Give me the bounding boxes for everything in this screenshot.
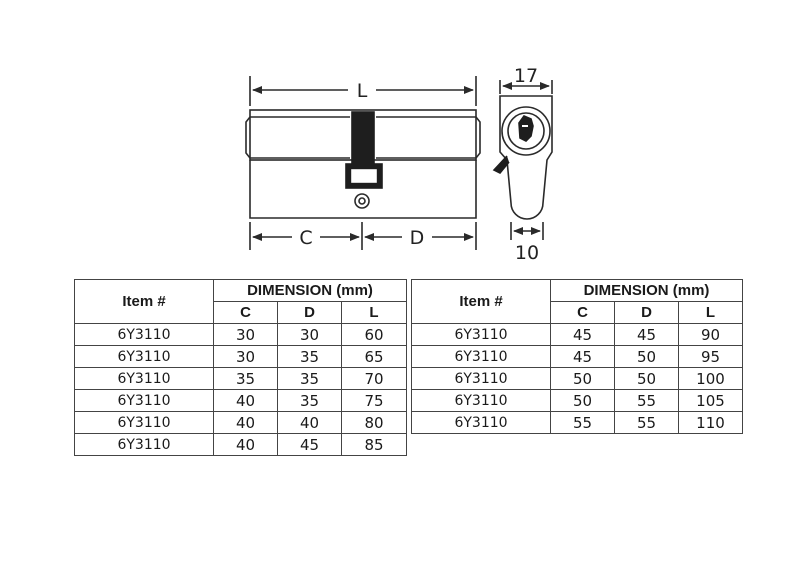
- item-cell: 6Y3110: [411, 323, 551, 346]
- col-l-header: L: [341, 301, 407, 324]
- item-cell: 6Y3110: [411, 367, 551, 390]
- label-10: 10: [515, 242, 539, 264]
- table-row: 6Y3110 40 40 80: [74, 411, 407, 434]
- cam: [345, 111, 383, 189]
- table-row: 6Y3110 35 35 70: [74, 367, 407, 390]
- d-cell: 35: [277, 367, 342, 390]
- d-cell: 35: [277, 389, 342, 412]
- l-cell: 60: [341, 323, 407, 346]
- table-row: 6Y3110 30 35 65: [74, 345, 407, 368]
- l-cell: 105: [678, 389, 743, 412]
- d-cell: 55: [614, 389, 679, 412]
- dimension-l: [249, 76, 477, 106]
- c-cell: 35: [213, 367, 278, 390]
- dimension-table-right: Item # DIMENSION (mm) C D L 6Y3110 45 45…: [411, 279, 743, 434]
- item-cell: 6Y3110: [74, 411, 214, 434]
- d-cell: 35: [277, 345, 342, 368]
- item-cell: 6Y3110: [74, 345, 214, 368]
- c-cell: 40: [213, 411, 278, 434]
- table-row: 6Y3110 30 30 60: [74, 323, 407, 346]
- col-d-header: D: [277, 301, 342, 324]
- table-row: 6Y3110 45 50 95: [411, 345, 743, 368]
- l-cell: 100: [678, 367, 743, 390]
- item-header: Item #: [411, 279, 551, 324]
- d-cell: 45: [277, 433, 342, 456]
- l-cell: 75: [341, 389, 407, 412]
- cylinder-end-view: [492, 95, 553, 220]
- c-cell: 50: [550, 389, 615, 412]
- l-cell: 90: [678, 323, 743, 346]
- dimension-table-left: Item # DIMENSION (mm) C D L 6Y3110 30 30…: [74, 279, 407, 456]
- label-17: 17: [514, 65, 538, 87]
- item-cell: 6Y3110: [411, 345, 551, 368]
- dimension-header: DIMENSION (mm): [550, 279, 743, 302]
- c-cell: 30: [213, 323, 278, 346]
- table-row: 6Y3110 50 50 100: [411, 367, 743, 390]
- label-d: D: [410, 227, 425, 249]
- d-cell: 50: [614, 345, 679, 368]
- table-row: 6Y3110 40 45 85: [74, 433, 407, 456]
- d-cell: 55: [614, 411, 679, 434]
- col-c-header: C: [550, 301, 615, 324]
- c-cell: 45: [550, 345, 615, 368]
- c-cell: 40: [213, 389, 278, 412]
- item-cell: 6Y3110: [74, 389, 214, 412]
- l-cell: 80: [341, 411, 407, 434]
- c-cell: 30: [213, 345, 278, 368]
- c-cell: 45: [550, 323, 615, 346]
- table-row: 6Y3110 50 55 105: [411, 389, 743, 412]
- d-cell: 40: [277, 411, 342, 434]
- d-cell: 45: [614, 323, 679, 346]
- cylinder-drawing: L C D 17 10: [245, 65, 553, 264]
- c-cell: 50: [550, 367, 615, 390]
- l-cell: 110: [678, 411, 743, 434]
- d-cell: 50: [614, 367, 679, 390]
- table-row: 6Y3110 40 35 75: [74, 389, 407, 412]
- item-cell: 6Y3110: [74, 367, 214, 390]
- item-cell: 6Y3110: [411, 411, 551, 434]
- c-cell: 40: [213, 433, 278, 456]
- l-cell: 70: [341, 367, 407, 390]
- l-cell: 85: [341, 433, 407, 456]
- item-header: Item #: [74, 279, 214, 324]
- dimension-c-d: [249, 222, 477, 250]
- label-l: L: [357, 80, 368, 102]
- c-cell: 55: [550, 411, 615, 434]
- col-l-header: L: [678, 301, 743, 324]
- dimension-header: DIMENSION (mm): [213, 279, 407, 302]
- dimension-10: [510, 222, 544, 240]
- col-d-header: D: [614, 301, 679, 324]
- table-row: 6Y3110 55 55 110: [411, 411, 743, 434]
- table-row: 6Y3110 45 45 90: [411, 323, 743, 346]
- label-c: C: [299, 227, 312, 249]
- item-cell: 6Y3110: [411, 389, 551, 412]
- item-cell: 6Y3110: [74, 323, 214, 346]
- item-cell: 6Y3110: [74, 433, 214, 456]
- col-c-header: C: [213, 301, 278, 324]
- d-cell: 30: [277, 323, 342, 346]
- dimension-17: [499, 80, 553, 94]
- l-cell: 65: [341, 345, 407, 368]
- l-cell: 95: [678, 345, 743, 368]
